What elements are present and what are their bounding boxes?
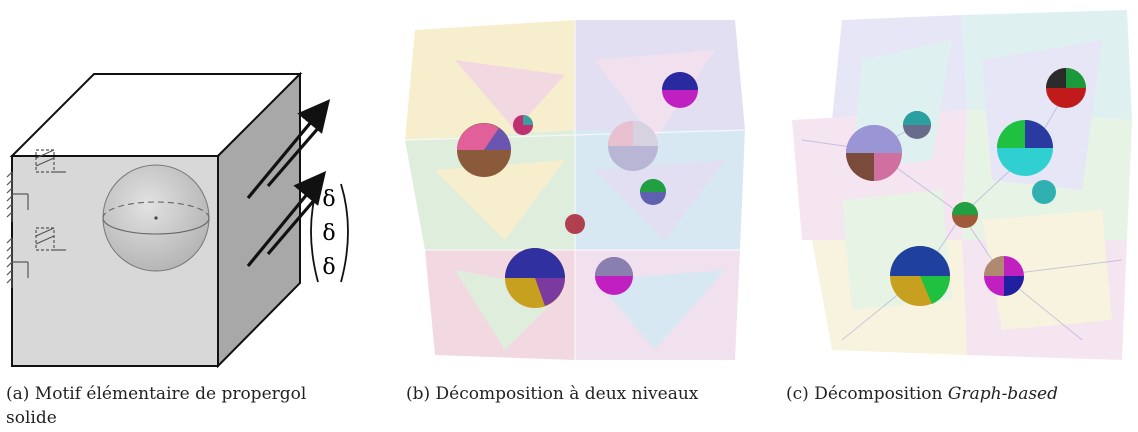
caption-c-emphasis: Graph-based xyxy=(947,384,1058,404)
delta-symbol-2: δ xyxy=(322,221,335,246)
panel-c-render xyxy=(782,0,1138,380)
caption-a: (a) Motif élémentaire de propergol solid… xyxy=(6,384,307,428)
displacement-arrows xyxy=(246,99,331,268)
graph-based-decomposition-render xyxy=(792,10,1132,360)
inclusion-spheres xyxy=(846,68,1086,306)
inclusion-sphere xyxy=(102,164,210,272)
caption-b: (b) Décomposition à deux niveaux xyxy=(406,384,699,404)
two-level-decomposition-render xyxy=(404,20,746,360)
delta-symbol-1: δ xyxy=(322,187,335,212)
boundary-supports xyxy=(6,149,66,288)
cube-illustration: δ δ δ xyxy=(6,71,349,369)
delta-vector: δ δ δ xyxy=(310,183,349,283)
caption-c: (c) Décomposition Graph-based xyxy=(786,382,1136,406)
caption-c-prefix: (c) Décomposition xyxy=(786,384,948,404)
delta-symbol-3: δ xyxy=(322,255,335,280)
inclusion-spheres xyxy=(457,72,698,308)
panel-b-render xyxy=(395,0,755,380)
panel-a-diagram: δ δ δ xyxy=(0,0,360,380)
